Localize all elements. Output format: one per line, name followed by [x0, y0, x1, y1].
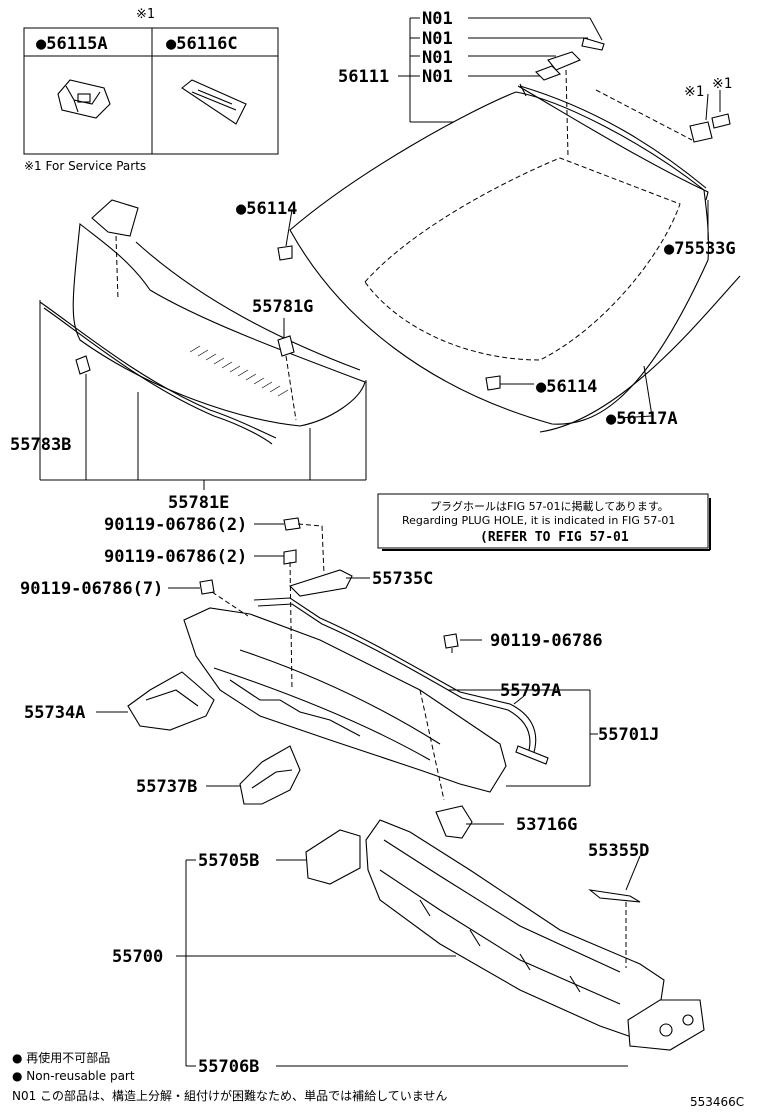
table-col2-part: ●56116C — [166, 34, 238, 54]
label-n01-d: N01 — [422, 67, 453, 87]
label-clip: 55781G — [252, 297, 313, 317]
label-bolt-c: 90119-06786(7) — [20, 579, 163, 599]
service-parts-note: ※1 For Service Parts — [24, 159, 146, 173]
cover-55734a — [127, 671, 215, 731]
label-mark1-b: ※1 — [712, 76, 732, 92]
label-bracket-g: 53716G — [516, 815, 577, 835]
cowl-louver-leaders — [39, 300, 367, 490]
cowl-panel-leaders — [176, 855, 641, 1067]
label-bolt-b: 90119-06786(2) — [104, 547, 247, 567]
label-n01-c: N01 — [422, 48, 453, 68]
windshield-glass — [277, 37, 741, 433]
legend: ● 再使用不可部品 ● Non-reusable part N01 この部品は、… — [12, 1050, 744, 1109]
table-col1-part: ●56115A — [36, 34, 108, 54]
figure-code: 553466C — [690, 1095, 744, 1109]
label-cover-b: 55737B — [136, 777, 197, 797]
cowl-top-panel — [183, 517, 549, 801]
label-bolt-d: 90119-06786 — [490, 631, 603, 651]
cowl-panel-55700 — [305, 819, 705, 1051]
label-brace-b2: 55706B — [198, 1057, 259, 1077]
label-seal-d: 55355D — [588, 841, 649, 861]
label-bolt-a: 90119-06786(2) — [104, 515, 247, 535]
label-cover-a: 55734A — [24, 703, 85, 723]
plug-note-ref: (REFER TO FIG 57-01 — [480, 530, 629, 545]
pad-56116c-drawing — [181, 79, 247, 125]
label-hose: 55797A — [500, 681, 561, 701]
legend-n01: N01 この部品は、構造上分解・組付けが困難なため、単品では補給していません — [12, 1088, 447, 1103]
cowl-louver — [39, 199, 366, 445]
label-cowl-panel: 55700 — [112, 947, 163, 967]
label-windshield: 56111 — [338, 67, 389, 87]
bracket-53716g — [435, 805, 473, 839]
windshield-leaders — [285, 17, 721, 419]
plug-note-jp: プラグホールはFIG 57-01に掲載してあります。 — [430, 499, 669, 513]
label-brace-b: 55705B — [198, 851, 259, 871]
cover-55737b — [239, 745, 301, 805]
clip-56115a-drawing — [57, 79, 111, 119]
label-stopper-bottom: ●56114 — [536, 377, 597, 397]
label-n01-a: N01 — [422, 9, 453, 29]
label-mark1-a: ※1 — [684, 84, 704, 100]
service-parts-table: ※1 ●56115A ●56116C ※1 For Service Parts — [23, 7, 279, 173]
label-moulding-side: ●75533G — [664, 239, 736, 259]
plug-note-en: Regarding PLUG HOLE, it is indicated in … — [402, 514, 675, 527]
legend-jp: ● 再使用不可部品 — [12, 1050, 110, 1065]
plug-hole-note: プラグホールはFIG 57-01に掲載してあります。 Regarding PLU… — [377, 493, 711, 551]
legend-en: ● Non-reusable part — [12, 1069, 135, 1083]
service-mark: ※1 — [136, 7, 155, 22]
label-louver: 55781E — [168, 493, 229, 513]
cowl-top-leaders — [96, 523, 598, 825]
label-n01-b: N01 — [422, 29, 453, 49]
label-stopper-top: ●56114 — [236, 199, 297, 219]
label-louver-seal: 55783B — [10, 435, 71, 455]
label-moulding-lower: ●56117A — [606, 409, 678, 429]
label-bracket-c: 55735C — [372, 569, 433, 589]
label-panel-assy: 55701J — [598, 725, 659, 745]
part-labels: N01 N01 N01 N01 56111 ●56114 ※1 ※1 ●7553… — [10, 9, 736, 1077]
